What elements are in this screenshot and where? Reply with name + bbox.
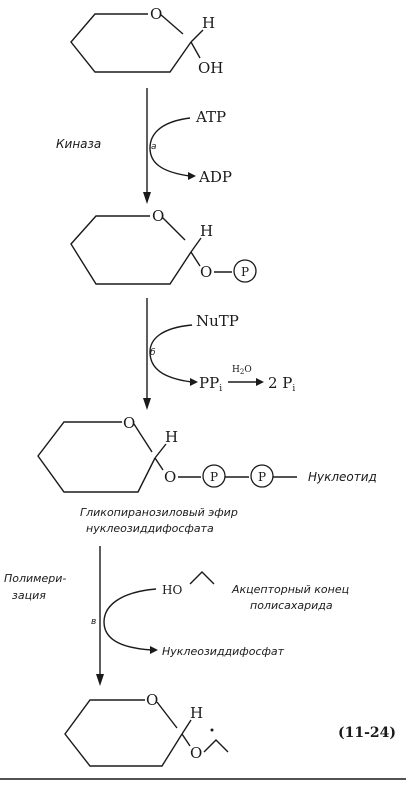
adp-label: ADP	[198, 168, 232, 186]
ring-3-o-sub-bond	[154, 457, 164, 471]
structure-2-glucose-phosphate: O H O P	[70, 207, 257, 285]
structure-1-glucopyranose: O H OH	[70, 5, 223, 77]
ring-3-o-bond	[133, 423, 153, 453]
acceptor-label-1: Акцепторный конец	[231, 583, 349, 596]
ring-2-o-bond	[161, 216, 186, 241]
step-b-letter: б	[150, 348, 156, 358]
step-b-curved-arrow	[149, 324, 193, 383]
structure-3-nucleotide-sugar: O H O P P Нуклеотид Гликопиранозиловый э…	[37, 414, 377, 535]
acceptor-label-2: полисахарида	[250, 599, 333, 612]
step-a-arrow-head	[188, 172, 196, 180]
ring-4-o-label: O	[146, 691, 158, 709]
ring-1-h-label: H	[202, 14, 215, 32]
ring-4-o-bond	[156, 701, 178, 729]
atp-label: ATP	[195, 108, 226, 126]
step-b-nucleotidyl-transfer: б NuTP PPi H2O 2 Pi	[143, 298, 295, 410]
phosphate-1-label: P	[210, 470, 218, 484]
ring-1-oh-label: OH	[198, 59, 223, 77]
step-a-kinase: Киназа а ATP ADP	[56, 88, 232, 204]
ring-4-chain-bonds	[203, 739, 229, 753]
caption-line-2: нуклеозиддифосфата	[86, 522, 214, 535]
hydrolysis-arrow-head	[256, 378, 264, 386]
ring-2-h-bond	[190, 237, 202, 253]
two-pi-label: 2 Pi	[268, 374, 295, 394]
step-c-arrow-head	[150, 646, 158, 654]
ring-4-h-bond	[181, 719, 192, 735]
ring-4-o-sub-label: O	[190, 744, 202, 762]
ring-4-bonds	[64, 699, 183, 767]
ho-label: HO	[162, 583, 182, 597]
polymerization-label-1: Полимери-	[4, 572, 66, 585]
enzyme-kinase-label: Киназа	[56, 137, 101, 151]
polymerization-label-2: зация	[12, 589, 46, 602]
main-arrow-3-head	[96, 674, 104, 686]
ring-4-dot	[210, 728, 214, 732]
ring-4-h-label: H	[190, 704, 203, 722]
step-b-arrow-head	[190, 378, 198, 386]
ring-1-o-bond	[159, 13, 184, 35]
equation-number: (11-24)	[338, 725, 396, 741]
water-label: H2O	[232, 365, 252, 376]
step-a-curved-arrow	[149, 117, 191, 177]
nucleotide-label: Нуклеотид	[308, 470, 377, 484]
ring-3-h-bond	[154, 443, 167, 459]
ring-1-bonds	[70, 13, 192, 73]
ring-2-h-label: H	[200, 222, 213, 240]
step-c-letter: в	[91, 617, 96, 627]
ring-2-bonds	[70, 215, 192, 285]
ring-1-o-label: O	[150, 5, 162, 23]
ring-2-o-label: O	[152, 207, 164, 225]
ring-4-o-sub-bond	[181, 733, 191, 747]
phosphate-2-circle	[250, 464, 274, 488]
main-arrow-2-head	[143, 398, 151, 410]
step-a-letter: а	[151, 142, 157, 152]
step-c-polymerization: Полимери- зация в HO Акцепторный конец п…	[4, 546, 349, 686]
ring-2-o-sub-bond	[190, 251, 201, 267]
ring-3-o-label: O	[123, 414, 135, 432]
phosphate-circle	[233, 259, 257, 283]
ring-1-oh-bond	[190, 41, 201, 59]
step-c-curved-arrow	[103, 588, 157, 651]
ring-3-h-label: H	[165, 428, 178, 446]
ppi-label: PPi	[199, 374, 222, 394]
main-arrow-1-head	[143, 192, 151, 204]
phosphate-2-label: P	[258, 470, 266, 484]
ring-3-bonds	[37, 421, 156, 493]
nutp-label: NuTP	[196, 312, 239, 330]
phosphate-label: P	[241, 265, 249, 279]
caption-line-1: Гликопиранозиловый эфир	[80, 506, 238, 519]
phosphate-1-circle	[202, 464, 226, 488]
structure-4-polysaccharide: O H O (11-24)	[64, 691, 396, 767]
acceptor-chain-bonds	[189, 571, 215, 585]
ring-2-o-sub-label: O	[200, 263, 212, 281]
ring-1-h-bond	[190, 29, 204, 43]
nucleoside-diphosphate-label: Нуклеозиддифосфат	[162, 645, 285, 658]
ring-3-o-sub-label: O	[164, 468, 176, 486]
